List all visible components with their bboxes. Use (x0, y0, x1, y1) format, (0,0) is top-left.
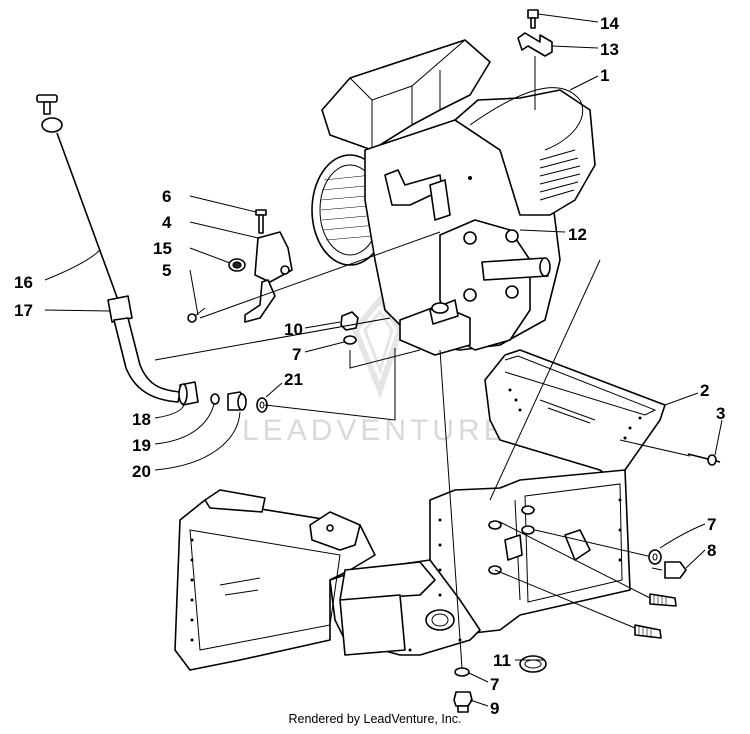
callouts: 14 13 1 6 4 15 5 16 17 12 10 7 21 18 19 … (14, 14, 725, 718)
washer-part-7-upper[interactable] (343, 335, 357, 345)
bolt-frame-upper[interactable] (649, 593, 677, 607)
callout-21: 21 (284, 370, 303, 389)
shroud-part-2[interactable] (484, 349, 666, 479)
callout-20: 20 (132, 462, 151, 481)
bolt-part-8[interactable] (651, 561, 687, 579)
callout-9: 9 (490, 699, 499, 718)
callout-1: 1 (600, 66, 609, 85)
bolt-frame-lower[interactable] (634, 624, 662, 639)
nut-part-18[interactable] (178, 381, 199, 406)
nut-part-10[interactable] (340, 311, 359, 331)
callout-19: 19 (132, 436, 151, 455)
engine-assembly[interactable] (311, 39, 596, 356)
bracket-part-4[interactable] (244, 231, 293, 323)
leader-lines (44, 13, 723, 707)
washer-part-7-right[interactable] (648, 549, 662, 565)
callout-17: 17 (14, 301, 33, 320)
callout-14: 14 (600, 14, 619, 33)
callout-5: 5 (162, 261, 171, 280)
dipstick-tube-part-17[interactable] (107, 295, 181, 403)
callout-15: 15 (153, 239, 172, 258)
grommet-part-15[interactable] (228, 258, 246, 272)
callout-7-right: 7 (707, 515, 716, 534)
watermark-text: LEADVENTURE (242, 414, 508, 447)
screw-part-6[interactable] (255, 209, 267, 234)
bolt-part-14[interactable] (527, 9, 539, 29)
callout-7-upper: 7 (292, 345, 301, 364)
callout-3: 3 (716, 404, 725, 423)
callout-8: 8 (707, 541, 716, 560)
frame-base[interactable] (174, 469, 631, 671)
callout-10: 10 (284, 320, 303, 339)
washer-part-7-lower[interactable] (454, 667, 470, 677)
dipstick-part-16[interactable] (36, 94, 119, 301)
bolt-part-9[interactable] (453, 691, 473, 713)
oring-part-19[interactable] (210, 393, 220, 405)
callout-16: 16 (14, 273, 33, 292)
grommet-part-11[interactable] (519, 655, 547, 673)
callout-18: 18 (132, 410, 151, 429)
clamp-part-13[interactable] (517, 32, 553, 57)
callout-6: 6 (162, 187, 171, 206)
fitting-part-20[interactable] (227, 391, 247, 411)
callout-4: 4 (162, 213, 172, 232)
callout-7-lower: 7 (490, 675, 499, 694)
footer-credit: Rendered by LeadVenture, Inc. (288, 712, 462, 726)
pin-part-3[interactable] (687, 453, 721, 466)
callout-13: 13 (600, 40, 619, 59)
callout-2: 2 (700, 381, 709, 400)
callout-11: 11 (493, 651, 511, 670)
callout-12: 12 (568, 225, 587, 244)
screw-part-5[interactable] (187, 307, 206, 323)
